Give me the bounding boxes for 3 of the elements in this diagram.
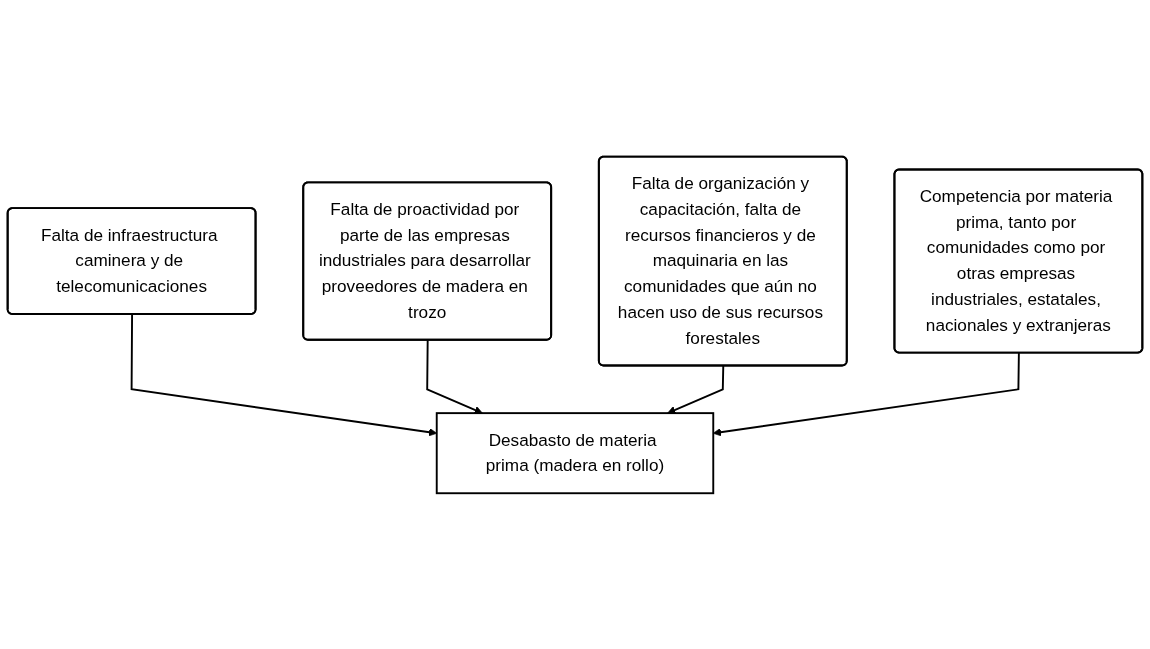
arrow <box>667 364 725 414</box>
arrow <box>426 338 483 414</box>
node-box: Desabasto de materia prima (madera en rollo) <box>435 411 715 494</box>
